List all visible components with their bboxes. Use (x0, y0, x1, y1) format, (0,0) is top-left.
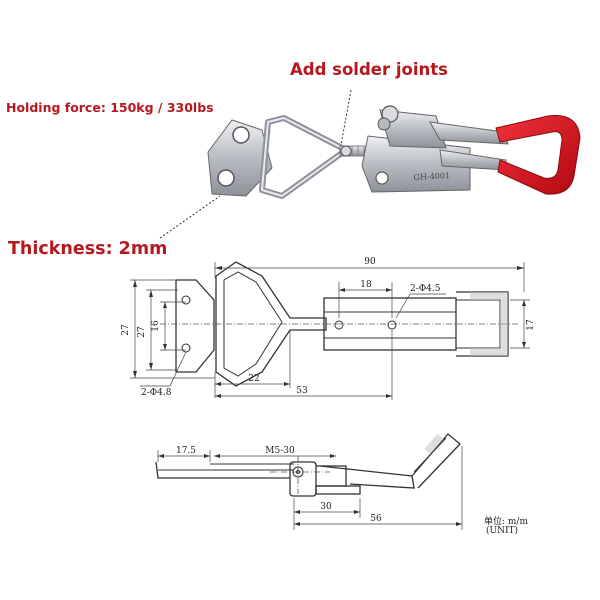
body-hole-left-icon (334, 320, 344, 330)
model-stamp: GH-4001 (413, 171, 450, 182)
dim-30-label: 30 (320, 502, 332, 512)
mount-hole-icon (217, 169, 235, 187)
body-hole-right-icon (387, 320, 397, 330)
dim-90-label: 90 (364, 257, 376, 267)
dim-27-inner-label: 27 (137, 326, 147, 338)
plate-hole-top-icon (181, 295, 191, 305)
latch-photo: GH-4001 (207, 105, 581, 199)
callout-holding-force: Holding force: 150kg / 330lbs (6, 100, 214, 115)
base-plate (207, 119, 273, 197)
dim-m5-30-label: M5-30 (265, 446, 295, 456)
solder-pointer-line (340, 89, 352, 146)
plate-hole-bottom-icon (181, 343, 191, 353)
dim-27-outer-label: 27 (121, 324, 131, 336)
red-handle-grip (495, 114, 581, 195)
dim-17-5-label: 17.5 (176, 446, 196, 456)
thickness-pointer-line (159, 195, 221, 239)
top-view-drawing: 90 18 2-Φ4.5 27 27 16 (121, 257, 536, 400)
handle-arm (429, 121, 509, 171)
callout-thickness: Thickness: 2mm (8, 239, 167, 259)
callout-solder-joints: Add solder joints (290, 60, 448, 79)
dim-53-label: 53 (296, 386, 308, 396)
latch-body: GH-4001 (361, 105, 471, 193)
unit-note-english-label: (UNIT) (486, 525, 518, 536)
unit-note-label: 单位: m/m (484, 515, 528, 527)
solder-joint-icon (340, 145, 352, 157)
dim-18-label: 18 (360, 280, 372, 290)
body-hole-icon (375, 171, 389, 185)
mount-hole-icon (232, 126, 250, 144)
dim-22-label: 22 (248, 374, 259, 384)
dim-56-label: 56 (370, 514, 382, 524)
dim-holes-right-label: 2-Φ4.5 (410, 284, 441, 294)
wire-loop (259, 115, 349, 199)
dim-17-label: 17 (526, 319, 536, 331)
dim-holes-left-label: 2-Φ4.8 (141, 388, 172, 398)
side-view-drawing: 17.5 M5-30 30 56 (155, 433, 528, 536)
rivet-icon (377, 117, 391, 131)
dim-16-label: 16 (151, 320, 161, 332)
